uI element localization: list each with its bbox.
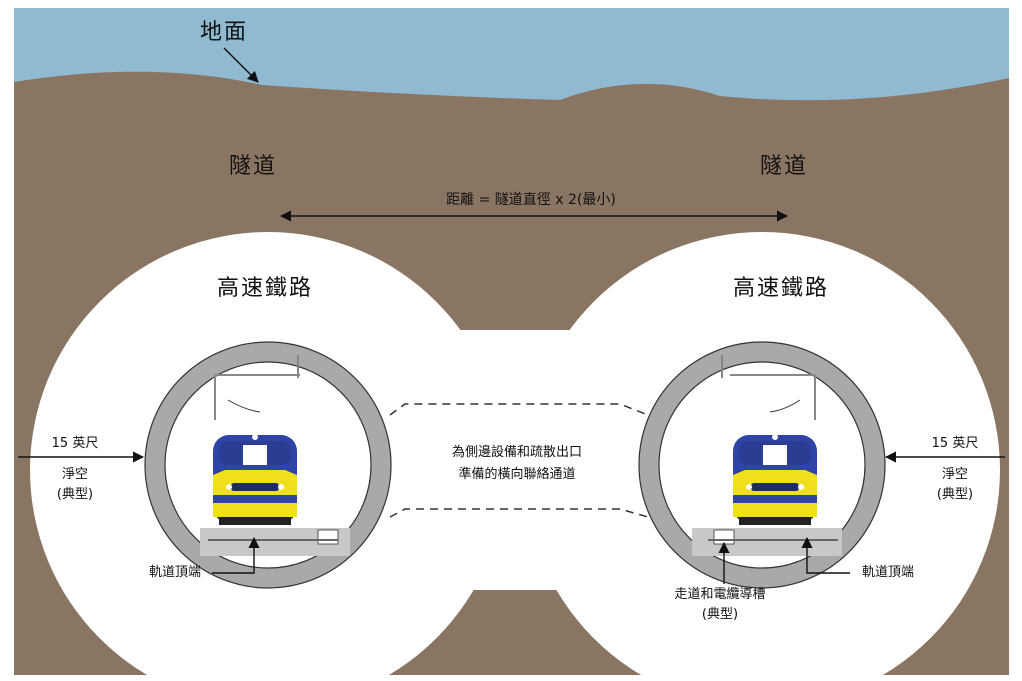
walkway-label-line1: 走道和電纜導槽 — [674, 587, 766, 602]
right-tunnel — [638, 341, 886, 589]
clearance-right-size: 15 英尺 — [931, 436, 979, 451]
clearance-left-size: 15 英尺 — [51, 436, 99, 451]
passage-label-line2: 準備的橫向聯絡通道 — [458, 467, 576, 482]
rail-top-right-label: 軌道頂端 — [861, 565, 915, 580]
rail-left-label: 高速鐵路 — [216, 276, 314, 301]
rail-top-left-arrow — [212, 536, 260, 574]
passage-label-line1: 為側邊設備和疏散出口 — [451, 445, 583, 460]
clearance-left-word: 淨空 — [61, 467, 89, 482]
bore-bridge — [380, 330, 650, 590]
rail-top-right-arrow — [801, 536, 850, 574]
clearance-left-note: (典型) — [56, 487, 94, 502]
tunnel-right-label: 隧道 — [759, 154, 809, 179]
rail-right-label: 高速鐵路 — [732, 276, 830, 301]
ground-arrow — [223, 47, 259, 83]
cross-passage — [389, 403, 649, 518]
ground-label: 地面 — [199, 20, 249, 45]
clearance-right-note: (典型) — [936, 487, 974, 502]
rail-top-left-label: 軌道頂端 — [148, 565, 202, 580]
distance-label: 距離 = 隧道直徑 x 2(最小) — [446, 192, 616, 208]
walkway-label-line2: (典型) — [701, 607, 739, 622]
clearance-right-word: 淨空 — [941, 467, 969, 482]
annotation-arrows — [18, 47, 1005, 584]
tunnel-left-label: 隧道 — [228, 154, 278, 179]
left-tunnel — [144, 341, 392, 589]
